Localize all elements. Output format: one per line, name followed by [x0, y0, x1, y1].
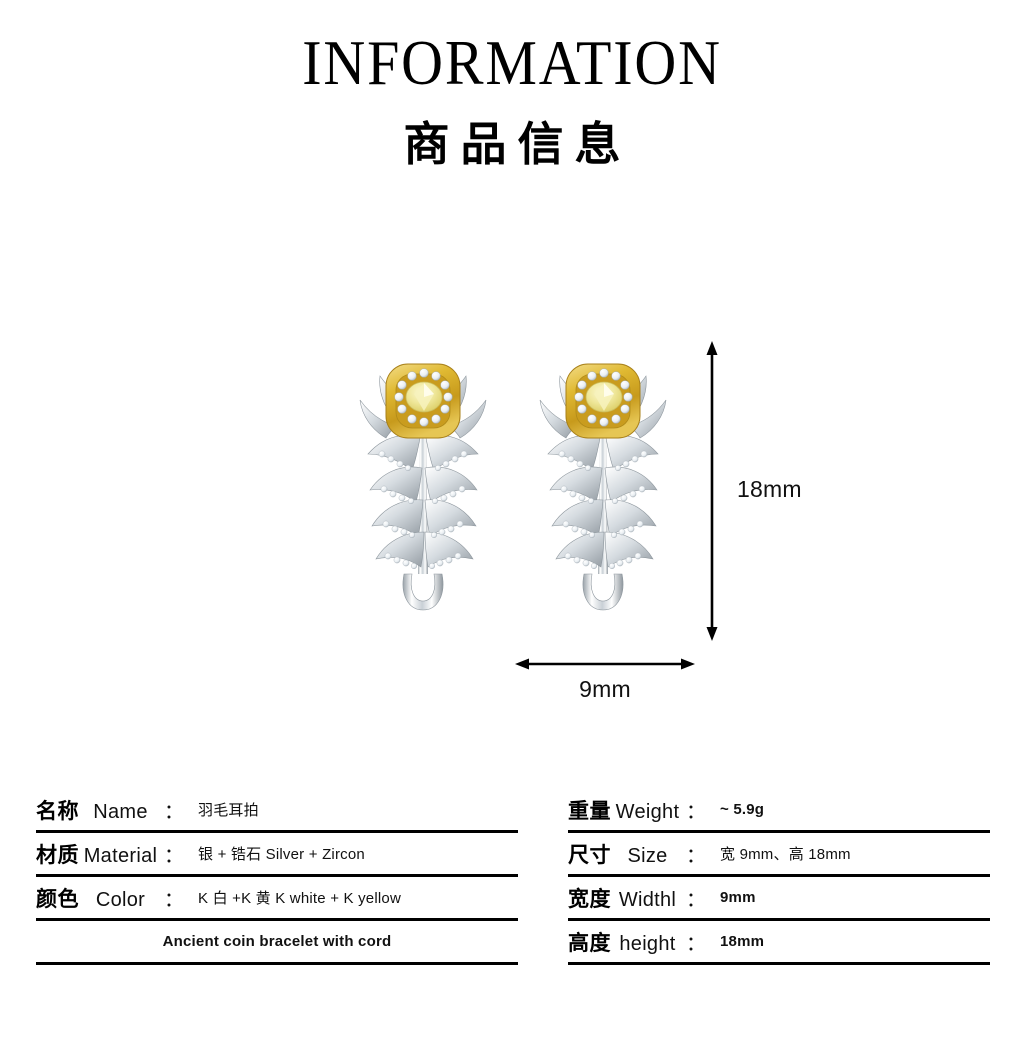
- spec-colon-color: ：: [163, 888, 184, 911]
- spec-value-wrap-color: K 白 +K 黄 K white + K yellow: [186, 887, 401, 908]
- spec-value-color: K 白 +K 黄 K white + K yellow: [198, 890, 401, 907]
- spec-key-size: 尺寸 Size ：: [568, 839, 708, 869]
- spec-label-en-size: Size: [627, 844, 668, 867]
- product-image-earring-right: [522, 342, 686, 617]
- spec-value-wrap-width: 9mm: [708, 889, 756, 907]
- spec-value-weight: ~ 5.9g: [720, 800, 765, 818]
- spec-value-material: 银 + 锆石 Silver + Zircon: [198, 846, 365, 863]
- page-header: INFORMATION 商品信息: [0, 0, 1024, 171]
- spec-label-en-width: Widthl: [618, 888, 677, 911]
- spec-label-cn-height: 高度: [568, 931, 611, 955]
- spec-row-weight: 重量 Weight ： ~ 5.9g: [568, 789, 990, 833]
- spec-colon-size: ：: [685, 844, 706, 867]
- spec-colon-name: ：: [164, 800, 184, 823]
- spec-label-cn-material: 材质: [36, 843, 79, 867]
- spec-value-width: 9mm: [720, 888, 756, 906]
- spec-value-wrap-height: 18mm: [708, 933, 764, 951]
- spec-key-height: 高度 height ：: [568, 927, 708, 957]
- spec-table-right: 重量 Weight ： ~ 5.9g 尺寸 Size ： 宽 9mm、高 18m…: [568, 789, 990, 965]
- spec-value-name: 羽毛耳拍: [198, 802, 259, 819]
- spec-label-cn-width: 宽度: [568, 887, 611, 911]
- spec-label-cn-size: 尺寸: [568, 843, 611, 867]
- width-dimension-arrow: [515, 657, 695, 671]
- spec-key-name: 名称 Name ：: [36, 795, 186, 825]
- spec-label-en-name: Name: [93, 800, 148, 823]
- spec-row-color: 颜色 Color ： K 白 +K 黄 K white + K yellow: [36, 877, 518, 921]
- spec-table-left: 名称 Name ： 羽毛耳拍 材质 Material ： 银 + 锆石 Silv…: [36, 789, 518, 965]
- height-dimension-arrow: [705, 341, 719, 641]
- spec-row-height: 高度 height ： 18mm: [568, 921, 990, 965]
- spec-label-cn-weight: 重量: [568, 799, 611, 823]
- spec-note-text: Ancient coin bracelet with cord: [162, 933, 392, 950]
- spec-label-en-material: Material: [83, 844, 158, 867]
- spec-value-wrap-weight: ~ 5.9g: [708, 801, 764, 819]
- height-dimension-label: 18mm: [737, 476, 802, 502]
- spec-value-wrap-material: 银 + 锆石 Silver + Zircon: [186, 843, 365, 864]
- spec-value-height: 18mm: [720, 932, 765, 950]
- spec-label-en-height: height: [619, 932, 676, 955]
- spec-colon-weight: ：: [686, 800, 706, 823]
- spec-value-wrap-name: 羽毛耳拍: [186, 799, 259, 820]
- spec-value-size: 宽 9mm、高 18mm: [720, 846, 851, 863]
- spec-colon-height: ：: [685, 932, 706, 955]
- spec-label-cn-name: 名称: [36, 799, 79, 823]
- product-image-earring-left: [342, 342, 506, 617]
- spec-label-cn-color: 颜色: [36, 887, 79, 911]
- spec-label-en-color: Color: [95, 888, 146, 911]
- spec-row-size: 尺寸 Size ： 宽 9mm、高 18mm: [568, 833, 990, 877]
- spec-key-color: 颜色 Color ：: [36, 883, 186, 913]
- spec-colon-material: ：: [163, 844, 184, 867]
- width-dimension-label: 9mm: [579, 676, 631, 702]
- page-title-chinese: 商品信息: [403, 117, 632, 171]
- spec-value-wrap-size: 宽 9mm、高 18mm: [708, 843, 851, 864]
- spec-row-material: 材质 Material ： 银 + 锆石 Silver + Zircon: [36, 833, 518, 877]
- spec-colon-width: ：: [686, 888, 706, 911]
- spec-key-width: 宽度 Widthl ：: [568, 883, 708, 913]
- product-photo-area: [0, 300, 1024, 730]
- spec-label-en-weight: Weight: [615, 800, 680, 823]
- spec-row-name: 名称 Name ： 羽毛耳拍: [36, 789, 518, 833]
- spec-row-width: 宽度 Widthl ： 9mm: [568, 877, 990, 921]
- spec-key-material: 材质 Material ：: [36, 839, 186, 869]
- spec-key-weight: 重量 Weight ：: [568, 795, 708, 825]
- page-title-english: INFORMATION: [302, 28, 722, 98]
- spec-row-note: Ancient coin bracelet with cord: [36, 921, 518, 965]
